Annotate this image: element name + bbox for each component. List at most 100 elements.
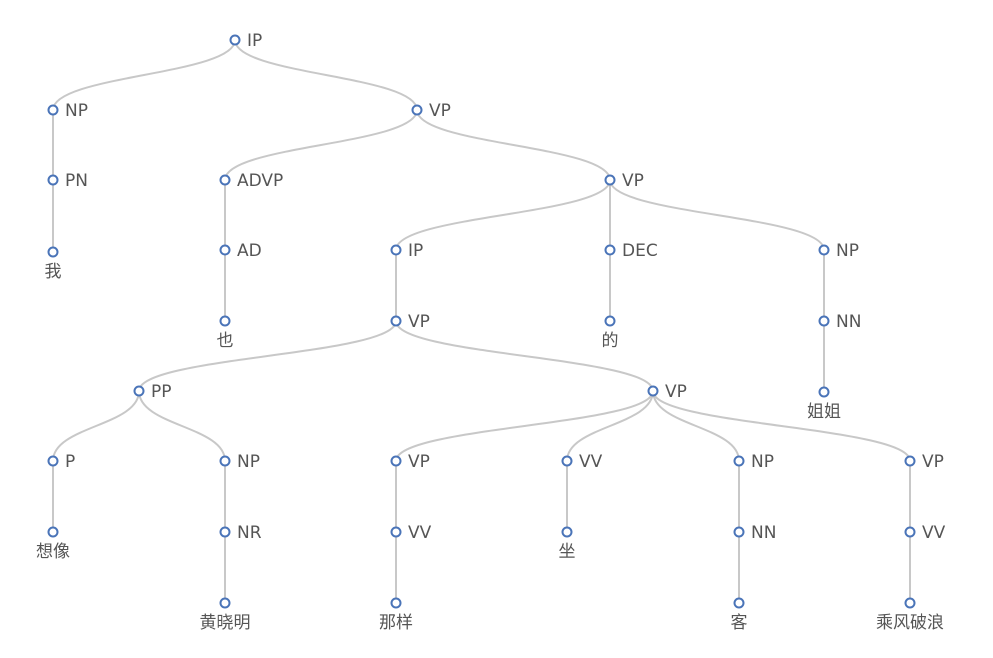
tree-edge <box>416 109 611 181</box>
tree-node[interactable]: PP <box>133 382 172 402</box>
node-circle-icon[interactable] <box>561 526 573 538</box>
node-circle-icon[interactable] <box>733 455 745 467</box>
node-circle-icon[interactable] <box>219 174 231 186</box>
word-label: 乘风破浪 <box>876 613 944 633</box>
tree-node[interactable]: VV <box>904 523 946 543</box>
tree-node[interactable]: NN <box>733 523 777 543</box>
node-circle-icon[interactable] <box>818 244 830 256</box>
word-label: 的 <box>602 331 619 351</box>
tree-node[interactable]: ADVP <box>219 171 284 191</box>
node-circle-icon[interactable] <box>219 597 231 609</box>
phrase-label: P <box>65 452 75 472</box>
tree-edge <box>566 390 654 462</box>
node-circle-icon[interactable] <box>219 455 231 467</box>
tree-node[interactable]: 黄晓明 <box>200 597 251 634</box>
phrase-label: IP <box>247 31 262 51</box>
tree-node[interactable]: 也 <box>217 315 234 352</box>
node-circle-icon[interactable] <box>604 174 616 186</box>
node-circle-icon[interactable] <box>647 385 659 397</box>
node-circle-icon[interactable] <box>604 315 616 327</box>
tree-node[interactable]: VP <box>411 101 451 121</box>
phrase-label: AD <box>237 241 262 261</box>
node-circle-icon[interactable] <box>219 526 231 538</box>
phrase-label: NP <box>751 452 774 472</box>
phrase-label: NN <box>836 312 861 332</box>
tree-node[interactable]: IP <box>229 31 263 51</box>
tree-node[interactable]: 我 <box>45 246 62 283</box>
tree-node[interactable]: NR <box>219 523 262 543</box>
tree-edge <box>52 39 236 111</box>
word-label: 那样 <box>379 613 413 633</box>
tree-edge <box>52 390 140 462</box>
tree-node[interactable]: VV <box>561 452 603 472</box>
phrase-label: VV <box>579 452 603 472</box>
phrase-label: NR <box>237 523 262 543</box>
word-label: 坐 <box>559 542 576 562</box>
node-circle-icon[interactable] <box>390 244 402 256</box>
tree-node[interactable]: NP <box>219 452 260 472</box>
tree-node[interactable]: 乘风破浪 <box>876 597 944 634</box>
tree-node[interactable]: 那样 <box>379 597 413 634</box>
phrase-label: VP <box>622 171 644 191</box>
node-circle-icon[interactable] <box>411 104 423 116</box>
tree-node[interactable]: VP <box>604 171 644 191</box>
tree-node[interactable]: 姐姐 <box>807 386 841 423</box>
node-circle-icon[interactable] <box>47 104 59 116</box>
node-circle-icon[interactable] <box>219 244 231 256</box>
phrase-label: IP <box>408 241 423 261</box>
tree-edge <box>224 109 418 181</box>
tree-node[interactable]: VP <box>647 382 687 402</box>
tree-node[interactable]: IP <box>390 241 424 261</box>
node-circle-icon[interactable] <box>390 597 402 609</box>
tree-node[interactable]: VP <box>390 312 430 332</box>
tree-node[interactable]: NP <box>733 452 774 472</box>
tree-edge <box>395 320 654 392</box>
tree-node[interactable]: 客 <box>731 597 748 634</box>
tree-node[interactable]: AD <box>219 241 262 261</box>
node-circle-icon[interactable] <box>390 315 402 327</box>
node-circle-icon[interactable] <box>561 455 573 467</box>
node-circle-icon[interactable] <box>904 597 916 609</box>
node-circle-icon[interactable] <box>604 244 616 256</box>
tree-node[interactable]: DEC <box>604 241 658 261</box>
tree-node[interactable]: 的 <box>602 315 619 352</box>
node-circle-icon[interactable] <box>219 315 231 327</box>
tree-edge <box>395 390 654 462</box>
node-circle-icon[interactable] <box>47 174 59 186</box>
node-circle-icon[interactable] <box>733 597 745 609</box>
tree-node[interactable]: VP <box>390 452 430 472</box>
phrase-label: VP <box>665 382 687 402</box>
node-circle-icon[interactable] <box>47 455 59 467</box>
node-circle-icon[interactable] <box>818 315 830 327</box>
node-circle-icon[interactable] <box>47 246 59 258</box>
tree-node[interactable]: 坐 <box>559 526 576 563</box>
tree-node[interactable]: NP <box>47 101 88 121</box>
node-circle-icon[interactable] <box>390 526 402 538</box>
node-circle-icon[interactable] <box>229 34 241 46</box>
tree-node[interactable]: VV <box>390 523 432 543</box>
tree-node[interactable]: NP <box>818 241 859 261</box>
word-label: 想像 <box>36 542 70 562</box>
tree-edge <box>234 39 418 111</box>
tree-edge <box>652 390 740 462</box>
tree-node[interactable]: P <box>47 452 76 472</box>
node-circle-icon[interactable] <box>47 526 59 538</box>
node-circle-icon[interactable] <box>133 385 145 397</box>
node-circle-icon[interactable] <box>390 455 402 467</box>
word-label: 客 <box>731 613 748 633</box>
node-circle-icon[interactable] <box>904 455 916 467</box>
node-circle-icon[interactable] <box>818 386 830 398</box>
tree-node[interactable]: VP <box>904 452 944 472</box>
tree-edge <box>395 179 611 251</box>
word-label: 我 <box>45 262 62 282</box>
tree-node[interactable]: PN <box>47 171 88 191</box>
node-circle-icon[interactable] <box>733 526 745 538</box>
tree-edge <box>652 390 911 462</box>
node-circle-icon[interactable] <box>904 526 916 538</box>
tree-node[interactable]: NN <box>818 312 862 332</box>
tree-node[interactable]: 想像 <box>36 526 70 563</box>
phrase-label: VV <box>408 523 432 543</box>
tree-edge <box>138 320 397 392</box>
phrase-label: PP <box>151 382 172 402</box>
